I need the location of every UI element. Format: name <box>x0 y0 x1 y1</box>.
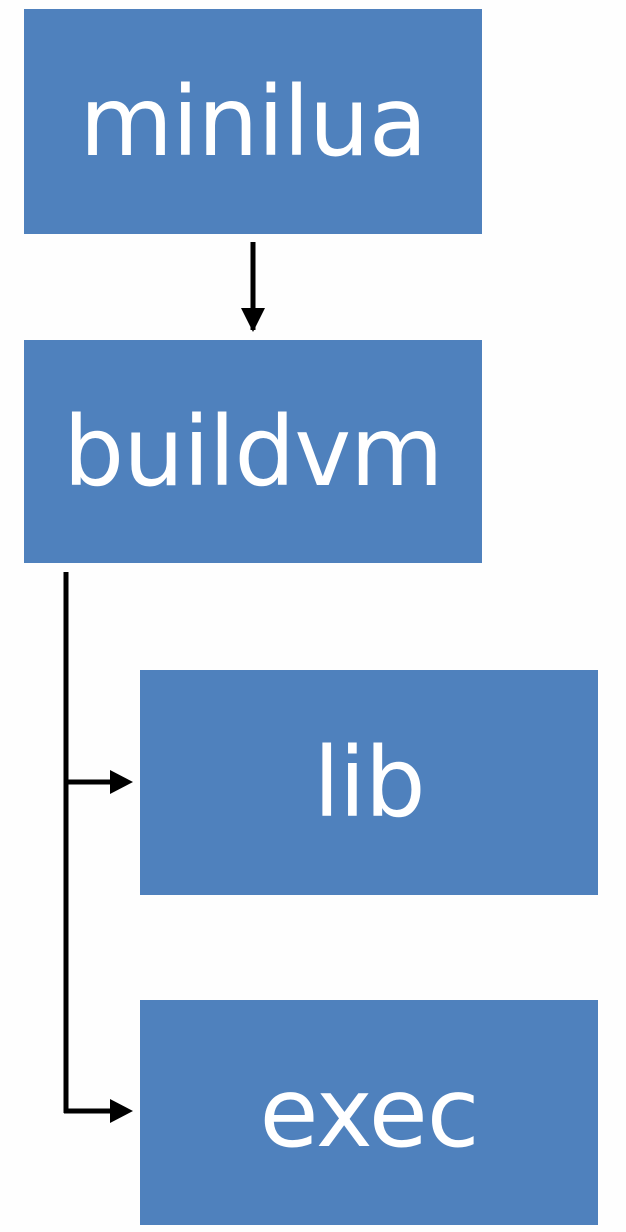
arrowhead-buildvm-lib <box>110 770 133 794</box>
node-lib-label: lib <box>313 726 425 839</box>
node-exec-label: exec <box>259 1056 479 1169</box>
node-minilua-label: minilua <box>79 65 427 178</box>
node-buildvm-label: buildvm <box>63 395 443 508</box>
node-lib: lib <box>140 670 598 895</box>
node-exec: exec <box>140 1000 598 1225</box>
node-buildvm: buildvm <box>24 340 482 563</box>
arrowhead-minilua-buildvm <box>241 308 265 332</box>
arrowhead-buildvm-exec <box>110 1099 133 1123</box>
node-minilua: minilua <box>24 9 482 234</box>
